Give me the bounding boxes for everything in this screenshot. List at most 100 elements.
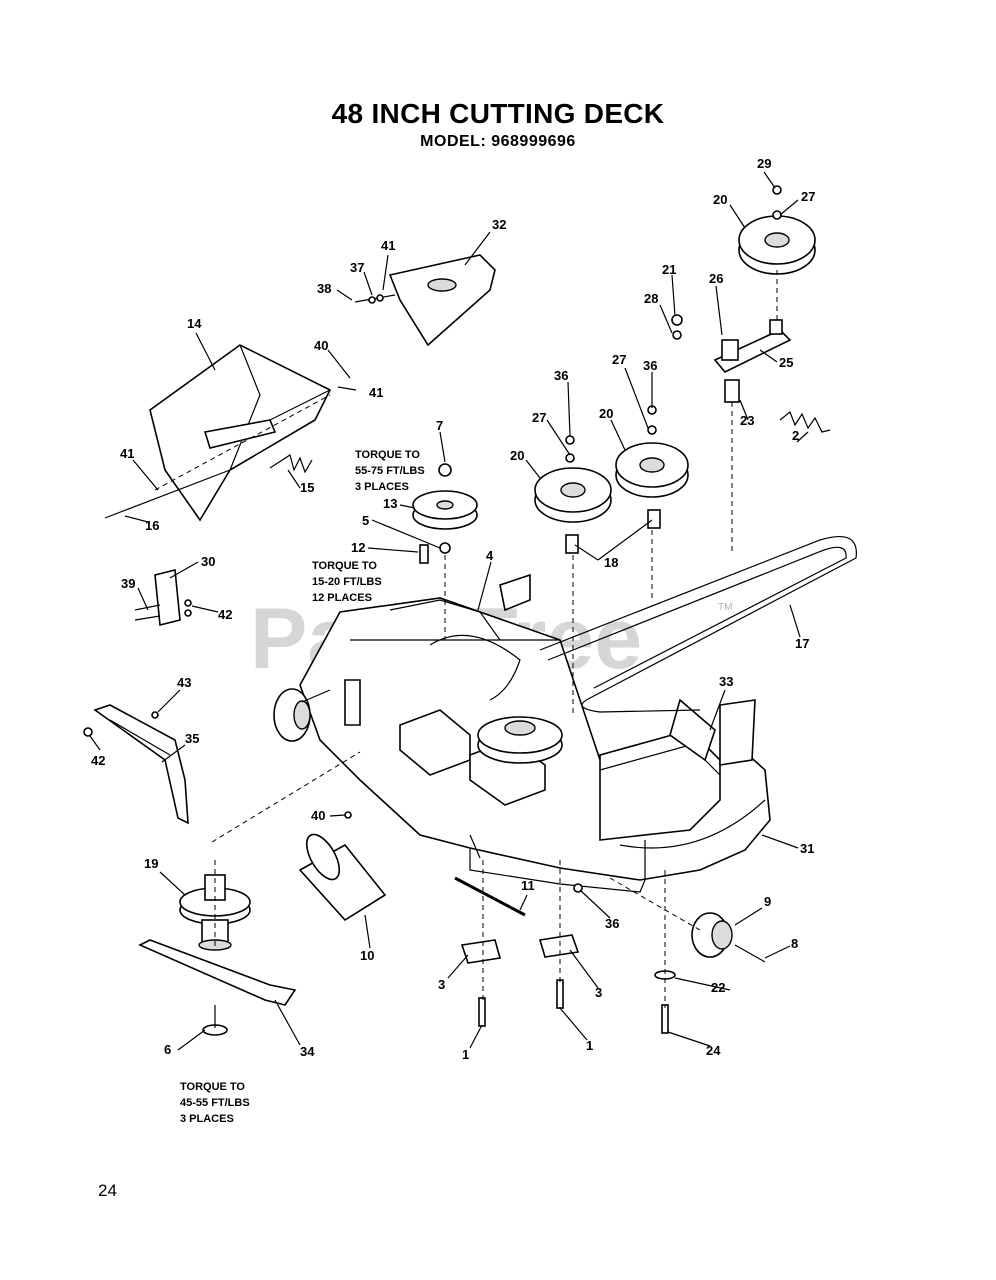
bolt-left [478,997,486,1027]
belt-cover [354,254,496,347]
callout-43: 43 [177,675,191,690]
leader-lines [89,171,809,1051]
callout-42: 42 [218,607,232,622]
callout-26: 26 [709,271,723,286]
idler-pulley-left [534,435,612,554]
callout-18: 18 [604,555,618,570]
callout-33: 33 [719,674,733,689]
chute-rod [104,469,231,519]
callout-27c: 27 [612,352,626,367]
callout-40b: 40 [311,808,325,823]
callout-38: 38 [317,281,331,296]
hardware-42 [83,727,93,737]
anti-scalp-plate-left [460,939,502,964]
blade-spindle [179,874,251,951]
spindle-spacer [298,833,387,922]
callout-31: 31 [800,841,814,856]
svg-text:45-55 FT/LBS: 45-55 FT/LBS [180,1097,250,1109]
callout-37: 37 [350,260,364,275]
bolt-right [556,979,564,1009]
callout-40: 40 [314,338,328,353]
model-number: MODEL: 968999696 [420,133,576,150]
deck-spindle-pulley [477,716,563,764]
wheel-bolt [661,1004,669,1034]
callout-1: 1 [462,1047,469,1062]
callout-23: 23 [740,413,754,428]
hardware-40 [344,811,352,819]
callout-3: 3 [438,977,445,992]
svg-text:3 PLACES: 3 PLACES [180,1113,234,1125]
callout-29: 29 [757,156,771,171]
callout-41: 41 [381,238,395,253]
callout-34: 34 [300,1044,315,1059]
assembly-lines [154,270,778,1008]
callout-25: 25 [779,355,793,370]
svg-text:TORQUE TO: TORQUE TO [355,449,420,461]
drive-pulley [412,463,478,564]
callout-11: 11 [521,878,535,893]
callout-4: 4 [486,548,494,563]
svg-text:3 PLACES: 3 PLACES [355,481,409,493]
callout-16: 16 [145,518,159,533]
discharge-chute [149,344,332,522]
left-gauge-wheel [273,688,331,742]
callout-10: 10 [360,948,374,963]
callout-17: 17 [795,636,809,651]
callout-8: 8 [791,936,798,951]
callout-14: 14 [187,316,202,331]
callout-1b: 1 [586,1038,593,1053]
callout-30: 30 [201,554,215,569]
callout-2: 2 [792,428,799,443]
callout-21: 21 [662,262,676,277]
callout-35: 35 [185,731,199,746]
hardware-43 [151,711,159,719]
idler-arm [671,314,792,403]
callout-42b: 42 [91,753,105,768]
callout-20b: 20 [599,406,613,421]
svg-text:15-20 FT/LBS: 15-20 FT/LBS [312,576,382,588]
callout-20c: 20 [510,448,524,463]
callout-36b: 36 [643,358,657,373]
callout-7: 7 [436,418,443,433]
callout-9: 9 [764,894,771,909]
torque-note-upper: TORQUE TO 55-75 FT/LBS 3 PLACES [355,449,425,493]
chute-bracket [134,568,181,627]
mower-blade [138,939,297,1006]
callout-13: 13 [383,496,397,511]
torque-note-middle: TORQUE TO 15-20 FT/LBS 12 PLACES [312,560,382,604]
idler-spring [779,411,831,433]
callout-36c: 36 [605,916,619,931]
svg-text:TORQUE TO: TORQUE TO [180,1081,245,1093]
deflector [93,704,189,825]
svg-text:12 PLACES: 12 PLACES [312,592,372,604]
idler-pulley-top [738,185,816,275]
anti-scalp-plate-right [538,934,580,958]
right-gauge-wheel [691,912,766,963]
chute-spring [269,454,313,474]
hanger-bolt [454,876,526,917]
callout-22: 22 [711,980,725,995]
callout-5: 5 [362,513,369,528]
svg-text:55-75 FT/LBS: 55-75 FT/LBS [355,465,425,477]
diagram-title: 48 INCH CUTTING DECK [331,98,665,129]
callout-3b: 3 [595,985,602,1000]
callout-15: 15 [300,480,314,495]
callout-27: 27 [801,189,815,204]
callout-41c: 41 [120,446,134,461]
torque-note-lower: TORQUE TO 45-55 FT/LBS 3 PLACES [180,1081,250,1125]
callout-20: 20 [713,192,727,207]
idler-pulley-middle [615,405,689,529]
callout-12: 12 [351,540,365,555]
callout-27b: 27 [532,410,546,425]
callout-36: 36 [554,368,568,383]
watermark-trademark: TM [718,602,732,613]
callout-19: 19 [144,856,158,871]
callout-24: 24 [706,1043,721,1058]
callout-28: 28 [644,291,658,306]
deck-baffles [344,573,756,841]
svg-text:TORQUE TO: TORQUE TO [312,560,377,572]
callout-6: 6 [164,1042,171,1057]
callout-numbers: 29 27 20 32 41 37 38 21 26 28 25 14 40 4… [91,156,815,1062]
callout-39: 39 [121,576,135,591]
